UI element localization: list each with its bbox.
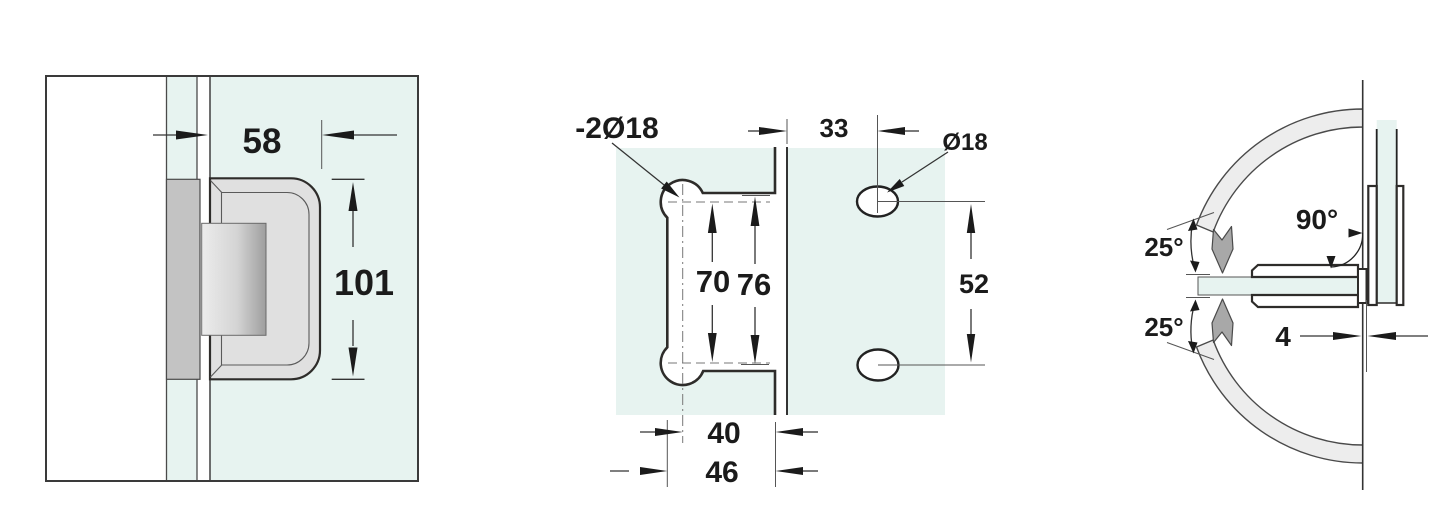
- hinge-body-inner-line: [220, 191, 310, 366]
- swing-band-lower: [1195, 339, 1364, 464]
- door-glass-top-view: [1197, 276, 1359, 296]
- dim-hole-to-edge-40: 40: [640, 417, 818, 487]
- dim-right-hole-pitch-52: 52: [959, 204, 989, 363]
- hinge-plate-outline: [659, 147, 777, 415]
- open-angle-label: 90°: [1296, 204, 1338, 235]
- glass-gap-label: 4: [1275, 321, 1291, 352]
- wall-clamp-plate-right: [1395, 184, 1405, 307]
- top-view: 25° 25° 90°: [1144, 80, 1428, 490]
- dim-open-angle-90: 90°: [1296, 204, 1364, 269]
- swing-ext-line-upper: [1166, 212, 1215, 230]
- hole-dia-label: Ø18: [942, 129, 987, 156]
- body-height-label: 76: [737, 267, 771, 302]
- swing-chevron-lower: [1211, 298, 1234, 347]
- leader-holes-note: -2Ø18: [575, 112, 680, 198]
- holes-note-label: -2Ø18: [575, 112, 658, 145]
- right-hole-pitch-label: 52: [959, 269, 989, 299]
- edge-to-hole-label: 33: [820, 113, 849, 143]
- dim-height-101: 101: [331, 178, 394, 380]
- dim-swing-upper-25: 25°: [1144, 218, 1210, 275]
- wall-clamp-plate-left: [1367, 184, 1378, 307]
- swing-band-upper: [1195, 108, 1364, 233]
- door-clamp-end-cap: [1357, 268, 1368, 304]
- body-width-label: 46: [705, 456, 738, 489]
- swing-lower-label: 25°: [1144, 312, 1183, 342]
- dim-edge-to-hole-33: 33: [748, 113, 919, 144]
- hinge-plate-fill: [660, 147, 775, 415]
- dim-body-width-46: 46: [610, 456, 818, 489]
- hole-pitch-label: 70: [696, 264, 730, 299]
- dim-body-height-76: 76: [737, 195, 771, 365]
- door-clamp-jaw-top: [1250, 263, 1360, 279]
- swing-upper-label: 25°: [1144, 232, 1183, 262]
- front-view: 33 -2Ø18 Ø18 70 76: [575, 112, 989, 489]
- dim-width-58: 58: [153, 120, 397, 169]
- fixed-glass-top-view: [1376, 120, 1397, 303]
- swing-ext-line-lower: [1166, 342, 1215, 360]
- swing-chevron-upper: [1211, 225, 1234, 274]
- chamfer-top: [210, 180, 223, 194]
- hole-to-edge-label: 40: [707, 417, 740, 450]
- chamfer-bottom: [210, 364, 223, 378]
- back-mounting-plate: [165, 178, 201, 380]
- door-clamp-jaw-bottom: [1250, 293, 1360, 309]
- leader-hole-dia: Ø18: [887, 129, 988, 193]
- dim-hole-pitch-70: 70: [696, 203, 730, 362]
- side-view: 58 101: [45, 75, 419, 482]
- side-height-label: 101: [334, 262, 394, 303]
- hinge-knuckle-block: [201, 222, 267, 336]
- dim-glass-gap-4: 4: [1275, 300, 1428, 372]
- dim-swing-lower-25: 25°: [1144, 297, 1210, 354]
- side-width-label: 58: [243, 122, 282, 161]
